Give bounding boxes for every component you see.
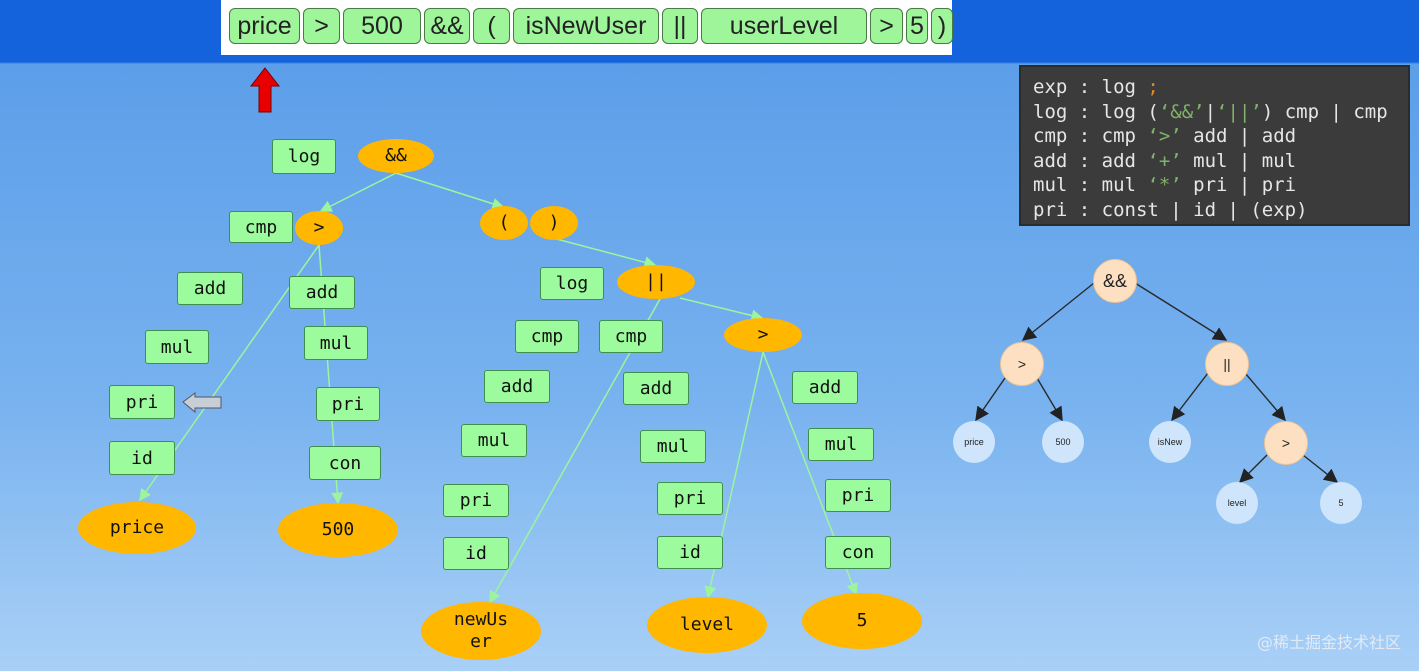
token: price <box>229 8 300 44</box>
rule-node-add: add <box>792 371 858 404</box>
token: userLevel <box>701 8 867 44</box>
rule-node-id: id <box>109 441 175 475</box>
ast-node: || <box>1205 342 1249 386</box>
rule-node-cmp: cmp <box>229 211 293 243</box>
terminal-node: price <box>78 502 196 554</box>
grammar-rule: mul : mul ‘*’ pri | pri <box>1033 174 1297 196</box>
red-up-arrow <box>249 67 281 113</box>
rule-node-pri: pri <box>443 484 509 517</box>
token: ) <box>931 8 953 44</box>
rule-node-con: con <box>309 446 381 480</box>
token: isNewUser <box>513 8 659 44</box>
ast-node: > <box>1264 421 1308 465</box>
grammar-rule: pri : const | id | (exp) <box>1033 198 1308 221</box>
token: > <box>870 8 903 44</box>
grammar-panel: exp : log ;log : log (‘&&’|‘||’) cmp | c… <box>1019 65 1410 226</box>
ast-node: 500 <box>1042 421 1084 463</box>
terminal-node: || <box>617 265 695 299</box>
ast-node: price <box>953 421 995 463</box>
token-stream: price>500&&(isNewUser||userLevel>5) <box>221 0 953 55</box>
rule-node-add: add <box>177 272 243 305</box>
grammar-rule: add : add ‘+’ mul | mul <box>1033 149 1297 172</box>
terminal-node: && <box>358 139 434 173</box>
terminal-node: > <box>724 318 802 352</box>
token: || <box>662 8 698 44</box>
ast-node: > <box>1000 342 1044 386</box>
terminal-node: level <box>647 597 767 653</box>
token: 500 <box>343 8 421 44</box>
terminal-node: ) <box>530 206 578 240</box>
rule-node-log: log <box>272 139 336 174</box>
rule-node-pri: pri <box>657 482 723 515</box>
rule-node-pri: pri <box>316 387 380 421</box>
rule-node-pri: pri <box>825 479 891 512</box>
rule-node-mul: mul <box>640 430 706 463</box>
ast-node: && <box>1093 259 1137 303</box>
ast-edges <box>975 282 1339 483</box>
rule-node-id: id <box>657 536 723 569</box>
ast-node: level <box>1216 482 1258 524</box>
grammar-rule: cmp : cmp ‘>’ add | add <box>1033 125 1297 147</box>
ast-node: isNew <box>1149 421 1191 463</box>
rule-node-mul: mul <box>461 424 527 457</box>
gray-left-arrow <box>182 392 222 414</box>
token: > <box>303 8 340 44</box>
token: && <box>424 8 470 44</box>
terminal-node: 500 <box>278 503 398 557</box>
grammar-rule: exp : log ; <box>1033 76 1159 98</box>
rule-node-mul: mul <box>145 330 209 364</box>
watermark: @稀土掘金技术社区 <box>1256 633 1401 652</box>
rule-node-add: add <box>289 276 355 309</box>
rule-node-con: con <box>825 536 891 569</box>
terminal-node: ( <box>480 206 528 240</box>
token: ( <box>473 8 510 44</box>
rule-node-mul: mul <box>304 326 368 360</box>
rule-node-cmp: cmp <box>599 320 663 353</box>
token: 5 <box>906 8 928 44</box>
ast-node: 5 <box>1320 482 1362 524</box>
rule-node-cmp: cmp <box>515 320 579 353</box>
terminal-node: newUs er <box>421 602 541 660</box>
rule-node-id: id <box>443 537 509 570</box>
terminal-node: > <box>295 211 343 245</box>
rule-node-mul: mul <box>808 428 874 461</box>
rule-node-add: add <box>484 370 550 403</box>
rule-node-log: log <box>540 267 604 300</box>
rule-node-add: add <box>623 372 689 405</box>
terminal-node: 5 <box>802 593 922 649</box>
rule-node-pri: pri <box>109 385 175 419</box>
grammar-rule: log : log (‘&&’|‘||’) cmp | cmp <box>1033 100 1388 123</box>
